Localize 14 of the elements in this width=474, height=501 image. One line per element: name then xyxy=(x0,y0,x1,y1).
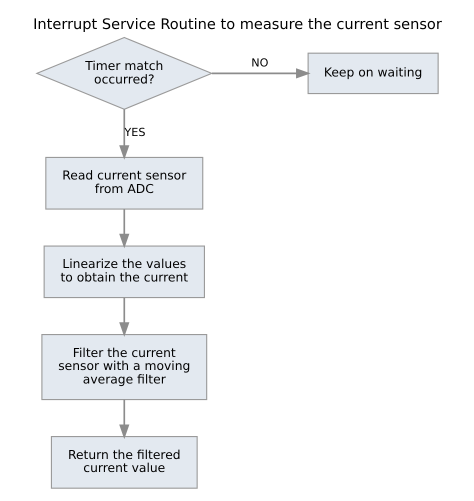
node-box: Read current sensor from ADC xyxy=(44,156,203,210)
edge-label: NO xyxy=(250,56,268,70)
diagram-title: Interrupt Service Routine to measure the current sensor xyxy=(32,16,442,34)
node-box: Linearize the values to obtain the current xyxy=(43,245,204,298)
arrow xyxy=(212,68,310,78)
arrow xyxy=(118,209,129,248)
node-box: Keep on waiting xyxy=(307,52,438,94)
node-box: Filter the current sensor with a moving average filter xyxy=(40,334,207,400)
arrow xyxy=(118,109,129,160)
edge-label: YES xyxy=(124,126,145,140)
arrow xyxy=(118,400,129,440)
node-box: Return the filtered current value xyxy=(50,436,198,489)
arrow xyxy=(118,298,129,337)
node-diamond: Timer match occurred? xyxy=(34,36,213,110)
